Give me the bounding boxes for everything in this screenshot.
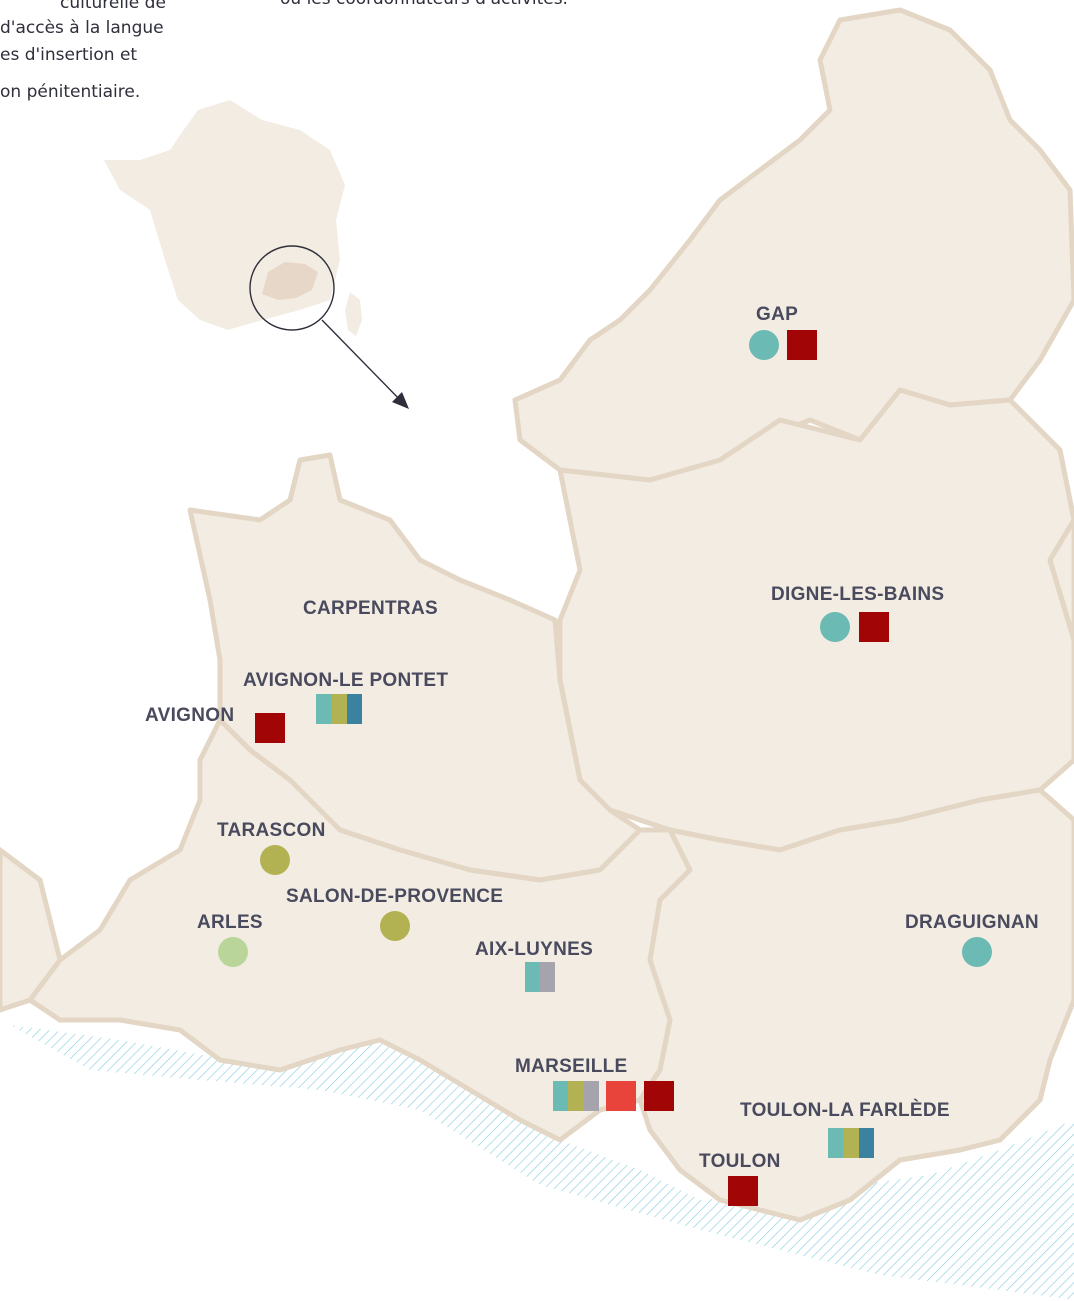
intro-text-line: culturelle de (60, 0, 166, 13)
city-label-avignon-le-pontet: AVIGNON-LE PONTET (243, 670, 449, 691)
marker-circle-olive (380, 911, 410, 941)
region-gard-edge (0, 846, 63, 1013)
marker-tricolor-square (553, 1081, 599, 1111)
marker-circle-teal (962, 937, 992, 967)
city-label-gap: GAP (756, 304, 799, 325)
corsica-silhouette (345, 292, 362, 336)
city-label-arles: ARLES (197, 912, 263, 933)
city-label-tarascon: TARASCON (217, 820, 326, 841)
marker-circle-teal (749, 330, 779, 360)
city-label-carpentras: CARPENTRAS (303, 598, 438, 619)
locator-circle (249, 245, 335, 331)
marker-circle-light-green (218, 937, 248, 967)
city-label-aix-luynes: AIX-LUYNES (475, 939, 594, 960)
marker-square-dark-red (644, 1081, 674, 1111)
intro-text-line: es d'insertion et (0, 45, 138, 65)
locator-arrow-head (392, 392, 409, 409)
marker-tricolor-square (828, 1128, 874, 1158)
marker-square-dark-red (728, 1176, 758, 1206)
marker-tricolor-square (316, 694, 362, 724)
region-var (637, 787, 1074, 1223)
region-bouches-du-rhone (27, 717, 693, 1143)
marker-square-dark-red (787, 330, 817, 360)
intro-text-line: ou les coordonnateurs d'activités. (280, 0, 568, 12)
paca-highlight (262, 262, 318, 300)
city-label-salon-de-provence: SALON-DE-PROVENCE (286, 886, 504, 907)
city-label-toulon: TOULON (699, 1151, 781, 1172)
marker-square-dark-red (859, 612, 889, 642)
marker-circle-olive (260, 845, 290, 875)
marker-square-red (606, 1081, 636, 1111)
sea-hatch (10, 1010, 1074, 1300)
france-silhouette (104, 100, 345, 330)
region-alpes-maritimes (1047, 517, 1074, 643)
city-label-digne: DIGNE-LES-BAINS (771, 584, 945, 605)
locator-arrow-line (321, 319, 406, 406)
city-label-marseille: MARSEILLE (515, 1056, 628, 1077)
marker-bicolor-square (525, 962, 555, 992)
city-label-avignon: AVIGNON (145, 705, 235, 726)
intro-text-line: on pénitentiaire. (0, 82, 141, 102)
marker-circle-teal (820, 612, 850, 642)
intro-text-line: d'accès à la langue (0, 18, 164, 38)
city-label-toulon-la-farlede: TOULON-LA FARLÈDE (740, 1100, 950, 1121)
city-label-draguignan: DRAGUIGNAN (905, 912, 1039, 933)
marker-square-dark-red (255, 713, 285, 743)
